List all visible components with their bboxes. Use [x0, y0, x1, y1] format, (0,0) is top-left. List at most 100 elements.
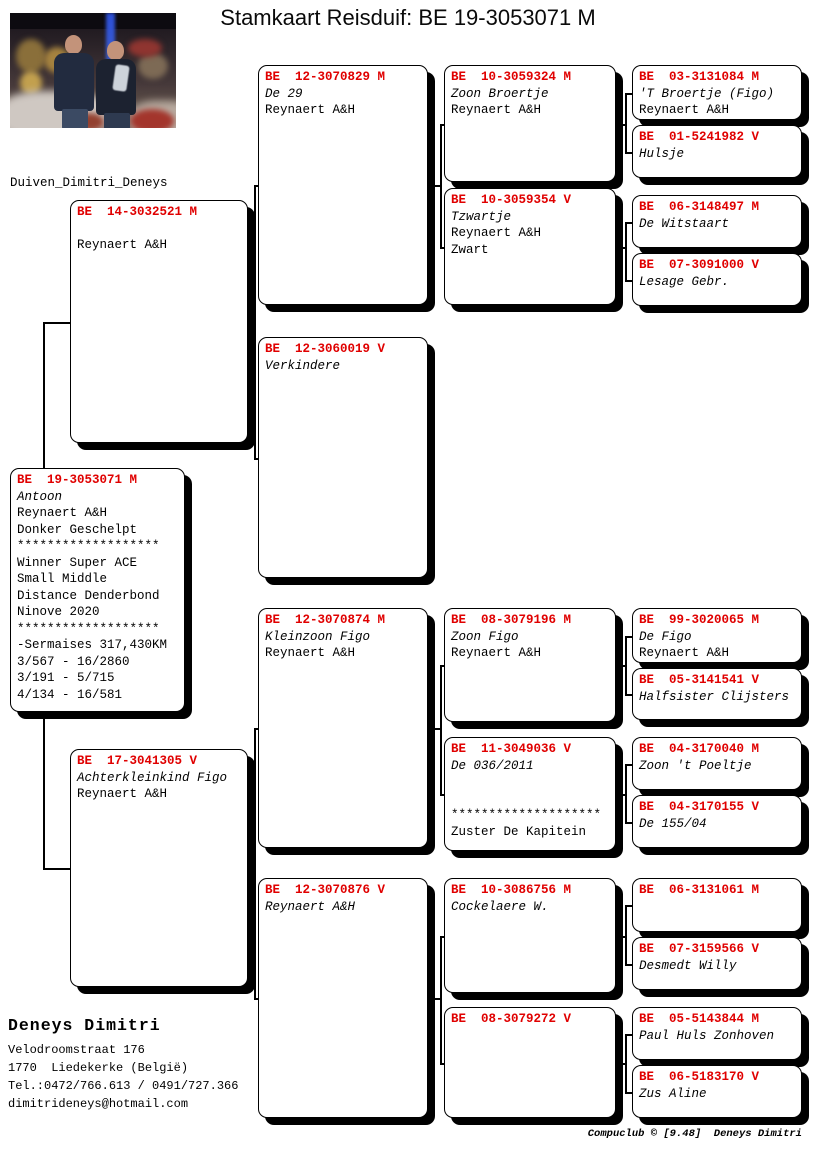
- ring-number: BE 05-3141541 V: [639, 673, 760, 687]
- pedigree-text-line: Zuster De Kapitein: [451, 824, 587, 839]
- connector-line: [440, 124, 442, 247]
- pedigree-text-line: Hulsje: [639, 146, 685, 161]
- connector-line: [616, 936, 625, 938]
- connector-line: [43, 322, 70, 324]
- connector-line: [625, 1034, 627, 1092]
- pedigree-text-line: Reynaert A&H: [451, 646, 542, 660]
- pedigree-text-line: De 29: [265, 86, 303, 101]
- pedigree-text-line: Desmedt Willy: [639, 958, 737, 973]
- pedigree-text-line: Antoon: [17, 489, 63, 504]
- ring-number: BE 08-3079196 M: [451, 613, 572, 627]
- pedigree-text-line: Achterkleinkind Figo: [77, 770, 228, 785]
- ring-number: BE 05-5143844 M: [639, 1012, 760, 1026]
- page-title: Stamkaart Reisduif: BE 19-3053071 M: [220, 5, 596, 30]
- pedigree-text-line: 'T Broertje (Figo): [639, 86, 775, 101]
- connector-line: [625, 1092, 632, 1094]
- pedigree-text-line: Donker Geschelpt: [17, 522, 138, 537]
- pedigree-text-line: 3/567 - 16/2860: [17, 654, 130, 669]
- connector-line: [625, 764, 632, 766]
- owner-name: Deneys Dimitri: [8, 1016, 161, 1035]
- pedigree-text-line: Reynaert A&H: [77, 238, 168, 252]
- person-left-jeans: [62, 109, 88, 128]
- owner-block: Deneys Dimitri Velodroomstraat 176 1770 …: [8, 1016, 238, 1113]
- owner-phone: Tel.:0472/766.613 / 0491/727.366: [8, 1079, 239, 1093]
- pedigree-text-line: *******************: [17, 539, 160, 553]
- ring-number: BE 07-3159566 V: [639, 942, 760, 956]
- connector-line: [248, 868, 254, 870]
- ring-number: BE 01-5241982 V: [639, 130, 760, 144]
- connector-line: [625, 822, 632, 824]
- photo-flowers: [130, 109, 174, 128]
- pedigree-text-line: Reynaert A&H: [451, 103, 542, 117]
- person-right-jeans: [104, 113, 130, 128]
- ring-number: BE 17-3041305 V: [77, 754, 198, 768]
- ring-number: BE 12-3070829 M: [265, 70, 386, 84]
- connector-line: [625, 1034, 632, 1036]
- connector-line: [616, 247, 625, 249]
- pedigree-text-line: Zwart: [451, 242, 489, 257]
- connector-line: [254, 998, 258, 1000]
- pedigree-text-line: Small Middle: [17, 572, 108, 586]
- connector-line: [616, 124, 625, 126]
- connector-line: [428, 185, 440, 187]
- connector-line: [440, 794, 444, 796]
- connector-line: [440, 665, 442, 794]
- pedigree-box-sire: BE 14-3032521 M Reynaert A&H: [70, 200, 248, 443]
- photo-trophies: [138, 53, 168, 79]
- pedigree-text-line: Cockelaere W.: [451, 899, 549, 914]
- ring-number: BE 12-3070876 V: [265, 883, 386, 897]
- ring-number: BE 10-3059324 M: [451, 70, 572, 84]
- connector-line: [440, 936, 442, 1063]
- pedigree-text-line: [451, 774, 609, 791]
- connector-line: [440, 1063, 444, 1065]
- photo-dark-band: [10, 13, 176, 29]
- photo-trophies: [16, 39, 46, 73]
- connector-line: [616, 1063, 625, 1065]
- ring-number: BE 12-3070874 M: [265, 613, 386, 627]
- connector-line: [625, 905, 632, 907]
- ring-number: BE 99-3020065 M: [639, 613, 760, 627]
- pedigree-text-line: Reynaert A&H: [265, 899, 356, 914]
- connector-line: [625, 964, 632, 966]
- pedigree-text-line: De 155/04: [639, 816, 707, 831]
- pedigree-text-line: [77, 221, 241, 238]
- pedigree-text-line: Verkindere: [265, 358, 341, 373]
- photo-caption: Duiven_Dimitri_Deneys: [10, 176, 168, 190]
- pedigree-text-line: De 036/2011: [451, 758, 534, 773]
- pedigree-text-line: De Figo: [639, 629, 692, 644]
- ring-number: BE 11-3049036 V: [451, 742, 572, 756]
- person-right-head: [107, 41, 124, 60]
- pedigree-text-line: Zus Aline: [639, 1086, 707, 1101]
- pedigree-text-line: Zoon Figo: [451, 629, 519, 644]
- owner-city: 1770 Liedekerke (België): [8, 1061, 189, 1075]
- pedigree-text-line: Kleinzoon Figo: [265, 629, 371, 644]
- connector-line: [428, 998, 440, 1000]
- connector-line: [625, 764, 627, 822]
- pedigree-box-gen5: BE 03-3131084 M'T Broertje (Figo)Reynaer…: [632, 65, 802, 120]
- pedigree-text-line: Ninove 2020: [17, 605, 100, 619]
- person-left-body: [54, 53, 94, 111]
- ring-number: BE 10-3059354 V: [451, 193, 572, 207]
- pedigree-text-line: De Witstaart: [639, 216, 730, 231]
- pedigree-text-line: Reynaert A&H: [451, 226, 542, 240]
- pedigree-box-gen5: BE 07-3159566 V Desmedt Willy: [632, 937, 802, 990]
- connector-line: [625, 636, 632, 638]
- ring-number: BE 14-3032521 M: [77, 205, 198, 219]
- ring-number: BE 04-3170040 M: [639, 742, 760, 756]
- pedigree-text-line: Zoon Broertje: [451, 86, 549, 101]
- connector-line: [440, 665, 444, 667]
